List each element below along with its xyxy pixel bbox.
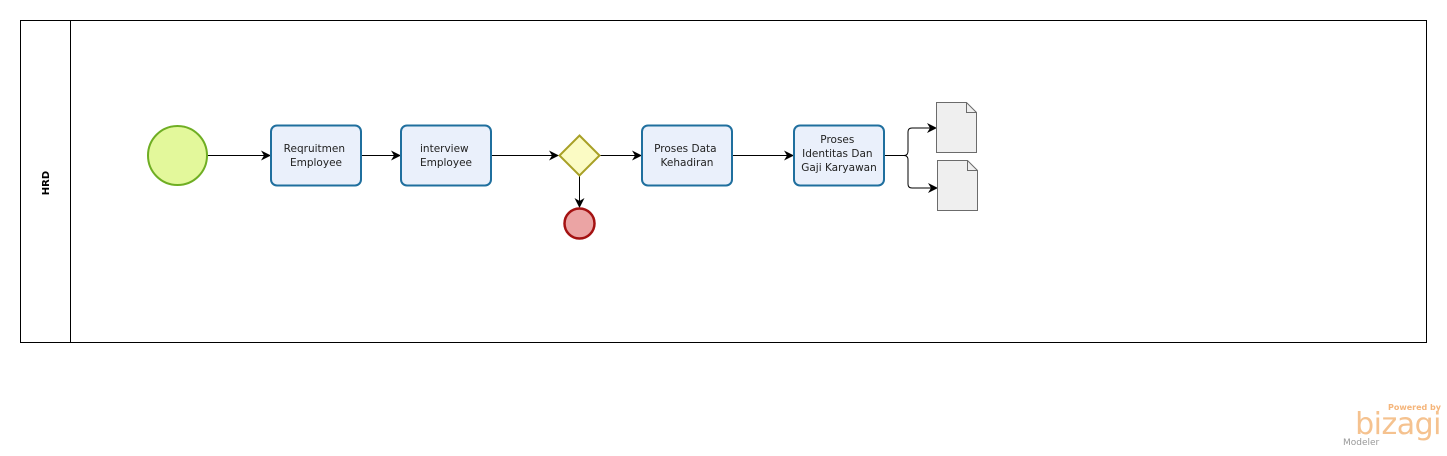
data-object-document-2[interactable] (937, 160, 978, 211)
svg-text:Proses Identitas Dan: Proses Identitas Dan Gaji Karyawan (801, 134, 877, 174)
end-event[interactable] (563, 207, 596, 240)
powered-by-label: Powered by (1388, 403, 1441, 412)
modeler-label: Modeler (1343, 438, 1380, 448)
task-label-line: Reqruitmen (284, 143, 345, 155)
task-label-line: Employee (420, 157, 472, 169)
task-label-line: Kehadiran (661, 157, 714, 169)
task-label-line: Proses Data (654, 143, 716, 155)
sequence-flows (208, 123, 938, 208)
svg-text:Reqruitmen Employee: Reqruitmen Employee (284, 143, 349, 169)
svg-text:Proses Data Kehadiran: Proses Data Kehadiran (654, 143, 720, 169)
task-attendance[interactable]: Proses Data Kehadiran (641, 124, 733, 187)
exclusive-gateway[interactable] (558, 134, 601, 177)
svg-text:interview Employee: interview Employee (420, 143, 472, 169)
bizagi-branding: Powered by bizagi Modeler (1331, 403, 1442, 448)
lane-label: HRD (41, 171, 52, 195)
data-object-document-1[interactable] (936, 102, 977, 153)
start-event[interactable] (147, 125, 208, 186)
task-label-line: interview (420, 143, 469, 155)
task-recruitment[interactable]: Reqruitmen Employee (270, 124, 362, 187)
task-label-line: Proses (820, 134, 854, 146)
task-label-line: Identitas Dan (802, 148, 872, 160)
association-to-document-2[interactable] (903, 155, 938, 193)
bizagi-logo: bizagi (1355, 407, 1441, 442)
task-label-line: Gaji Karyawan (801, 162, 877, 174)
task-interview[interactable]: interview Employee (400, 124, 492, 187)
task-identity-salary[interactable]: Proses Identitas Dan Gaji Karyawan (793, 124, 885, 187)
task-label-line: Employee (290, 157, 342, 169)
